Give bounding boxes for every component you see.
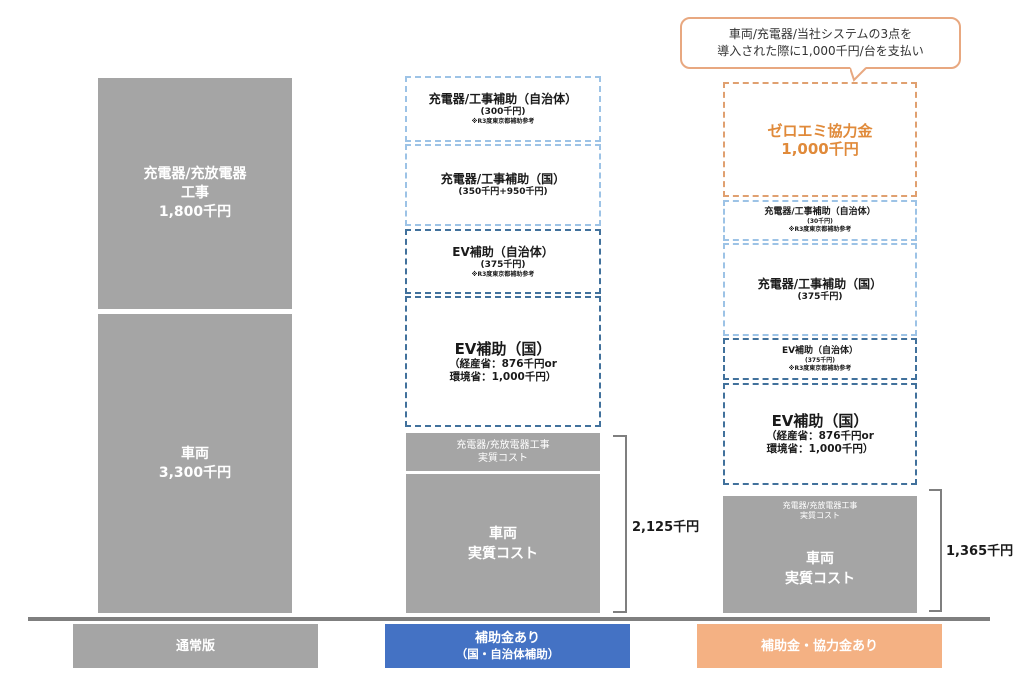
subsidy-amount-line2: 環境省：1,000千円） [449,370,557,383]
subsidy-amount-line2: 環境省：1,000千円） [766,443,874,455]
subsidy-title: EV補助（国） [454,339,552,358]
total-bracket [929,489,942,612]
charger-real-cost-block: 充電器/充放電器工事 実質コスト [406,433,600,471]
subsidy-ev-national: EV補助（国） （経産省：876千円or 環境省：1,000千円） [723,383,917,485]
subsidy-amount: (300千円) [480,107,526,117]
zero-emission-cooperation-fund: ゼロエミ協力金 1,000千円 [723,82,917,197]
label-standard: 通常版 [73,624,318,668]
callout-box: 車両/充電器/当社システムの3点を 導入された際に1,000千円/台を支払い [680,17,961,69]
subsidy-title: 充電器/工事補助（自治体） [764,207,876,217]
subsidy-title: 充電器/工事補助（国） [440,172,566,186]
charger-cost-value: 1,800千円 [158,204,232,220]
subsidy-ev-local: EV補助（自治体） (375千円) ※R3度東京都補助参考 [723,338,917,380]
subsidy-note: ※R3度東京都補助参考 [788,364,852,372]
baseline [28,617,990,621]
subsidy-title: 充電器/工事補助（国） [757,276,883,291]
subsidy-ev-local: EV補助（自治体） (375千円) ※R3度東京都補助参考 [405,229,601,294]
vehicle-cost-block: 車両 3,300千円 [98,314,292,613]
charger-cost-line1: 充電器/充放電器 [143,166,247,182]
label-text-line1: 補助金あり [474,630,540,646]
total-cost-subsidy: 2,125千円 [632,520,700,535]
subsidy-title: 充電器/工事補助（自治体） [428,92,578,106]
subsidy-charger-local: 充電器/工事補助（自治体） (30千円) ※R3度東京都補助参考 [723,200,917,241]
subsidy-amount-line1: （経産省：876千円or [449,357,557,370]
subsidy-note: ※R3度東京都補助参考 [471,270,535,278]
real-cost-line1: 車両 [806,550,834,567]
subsidy-ev-national: EV補助（国） （経産省：876千円or 環境省：1,000千円） [405,296,601,427]
charger-real-cost-block: 充電器/充放電器工事 実質コスト [723,496,917,526]
real-cost-line2: 実質コスト [785,570,855,587]
total-bracket [613,435,627,613]
subsidy-note: ※R3度東京都補助参考 [471,118,535,125]
label-with-subsidy-and-cooperation: 補助金・協力金あり [697,624,942,668]
total-cost-subsidy-cooperation: 1,365千円 [946,544,1014,559]
charger-cost-line2: 工事 [181,185,209,201]
label-text-line2: （国・自治体補助） [455,646,560,661]
subsidy-amount: (350千円+950千円) [458,187,548,197]
subsidy-title: EV補助（自治体） [452,244,554,259]
real-cost-line2: 実質コスト [800,511,840,520]
subsidy-amount: (375千円) [804,356,835,364]
real-cost-line1: 充電器/充放電器工事 [782,501,858,510]
subsidy-title: EV補助（自治体） [781,345,859,356]
real-cost-line1: 車両 [489,525,517,542]
subsidy-amount: (375千円) [797,291,843,302]
vehicle-real-cost-block: 車両 実質コスト [723,524,917,613]
charger-construction-cost-block: 充電器/充放電器 工事 1,800千円 [98,78,292,309]
subsidy-charger-national: 充電器/工事補助（国） (375千円) [723,243,917,336]
subsidy-charger-national: 充電器/工事補助（国） (350千円+950千円) [405,144,601,226]
cooperation-amount: 1,000千円 [781,139,859,158]
cooperation-title: ゼロエミ協力金 [767,121,873,140]
callout-pointer [850,67,867,82]
real-cost-line2: 実質コスト [478,453,528,464]
subsidy-note: ※R3度東京都補助参考 [788,226,852,233]
label-with-subsidy: 補助金あり （国・自治体補助） [385,624,630,668]
subsidy-amount: (375千円) [480,259,526,270]
vehicle-real-cost-block: 車両 実質コスト [406,474,600,613]
callout-line2: 導入された際に1,000千円/台を支払い [717,44,924,58]
label-text: 通常版 [175,638,215,654]
subsidy-amount: (30千円) [807,218,833,225]
subsidy-title: EV補助（国） [771,412,869,430]
callout-line1: 車両/充電器/当社システムの3点を [728,27,913,41]
subsidy-charger-local: 充電器/工事補助（自治体） (300千円) ※R3度東京都補助参考 [405,76,601,142]
subsidy-amount-line1: （経産省：876千円or [766,430,874,442]
vehicle-cost-line1: 車両 [181,445,209,462]
real-cost-line1: 充電器/充放電器工事 [456,440,550,451]
vehicle-cost-value: 3,300千円 [158,464,232,481]
real-cost-line2: 実質コスト [468,545,538,562]
label-text: 補助金・協力金あり [760,638,878,654]
